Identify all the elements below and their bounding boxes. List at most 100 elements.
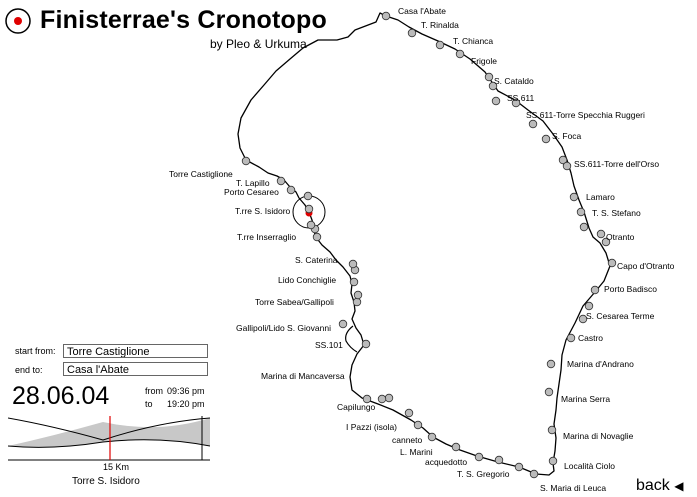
- stop-marker[interactable]: [607, 258, 617, 268]
- stop-marker[interactable]: [511, 98, 521, 108]
- start-label: start from:: [15, 346, 56, 356]
- place-label-s-maria-leuca: S. Maria di Leuca: [540, 483, 606, 493]
- stop-marker[interactable]: [569, 192, 579, 202]
- place-label-torre-orso: SS.611-Torre dell'Orso: [574, 159, 659, 169]
- stop-marker[interactable]: [548, 456, 558, 466]
- place-label-gallipoli-lido: Gallipoli/Lido S. Giovanni: [236, 323, 331, 333]
- stop-marker[interactable]: [455, 49, 465, 59]
- stop-marker[interactable]: [303, 191, 313, 201]
- stop-marker[interactable]: [361, 339, 371, 349]
- place-label-marina-andrano: Marina d'Andrano: [567, 359, 634, 369]
- stop-marker[interactable]: [601, 237, 611, 247]
- place-label-i-pazzi: I Pazzi (isola): [346, 422, 397, 432]
- app-title: Finisterrae's Cronotopo: [40, 6, 327, 34]
- place-label-trre-s-isidoro: T.rre S. Isidoro: [235, 206, 291, 216]
- place-label-torre-castiglione: Torre Castiglione: [169, 169, 233, 179]
- stop-marker[interactable]: [381, 11, 391, 21]
- start-field[interactable]: Torre Castiglione: [63, 344, 208, 358]
- app-byline: by Pleo & Urkuma: [210, 37, 307, 51]
- stop-marker[interactable]: [312, 232, 322, 242]
- stop-marker[interactable]: [435, 40, 445, 50]
- profile-line-bottom: [8, 439, 210, 448]
- stop-marker[interactable]: [494, 455, 504, 465]
- place-label-trre-inserraglio: T.rre Inserraglio: [237, 232, 296, 242]
- trip-panel: start from: Torre Castiglione end to: Ca…: [0, 340, 215, 497]
- place-label-t-chianca: T. Chianca: [453, 36, 493, 46]
- stop-marker[interactable]: [304, 204, 314, 214]
- place-label-porto-badisco: Porto Badisco: [604, 284, 657, 294]
- stop-marker[interactable]: [590, 285, 600, 295]
- stop-marker[interactable]: [579, 222, 589, 232]
- stop-marker[interactable]: [353, 290, 363, 300]
- place-label-s-foca: S. Foca: [552, 131, 582, 141]
- stop-marker[interactable]: [547, 425, 557, 435]
- stop-marker[interactable]: [544, 387, 554, 397]
- profile-area: [8, 418, 210, 448]
- stop-marker[interactable]: [488, 81, 498, 91]
- stop-marker[interactable]: [596, 229, 606, 239]
- place-label-marina-serra: Marina Serra: [561, 394, 610, 404]
- place-label-localita-ciolo: Località Ciolo: [564, 461, 615, 471]
- place-label-ss611: SS.611: [507, 93, 535, 103]
- place-label-marina-novaglie: Marina di Novaglie: [563, 431, 634, 441]
- stop-marker[interactable]: [362, 394, 372, 404]
- back-button[interactable]: back ◀: [636, 477, 683, 495]
- stop-marker[interactable]: [484, 72, 494, 82]
- gallipoli-outline: [345, 325, 358, 353]
- place-label-casa-labate: Casa l'Abate: [398, 6, 446, 16]
- place-label-t-s-gregorio: T. S. Gregorio: [457, 469, 510, 479]
- stop-marker[interactable]: [377, 394, 387, 404]
- stop-marker[interactable]: [566, 333, 576, 343]
- place-label-s-caterina: S. Caterina: [295, 255, 338, 265]
- stop-marker[interactable]: [546, 359, 556, 369]
- stop-marker[interactable]: [407, 28, 417, 38]
- stop-marker[interactable]: [562, 161, 572, 171]
- stop-marker[interactable]: [427, 432, 437, 442]
- place-label-castro: Castro: [578, 333, 603, 343]
- stop-marker[interactable]: [491, 96, 501, 106]
- place-label-t-rinalda: T. Rinalda: [421, 20, 459, 30]
- stop-marker[interactable]: [348, 259, 358, 269]
- stop-marker[interactable]: [306, 220, 316, 230]
- place-label-t-lapillo: T. Lapillo: [236, 178, 270, 188]
- header: Finisterrae's Cronotopo by Pleo & Urkuma: [0, 0, 360, 56]
- to-label: to: [145, 399, 153, 409]
- stop-marker[interactable]: [558, 155, 568, 165]
- stop-marker[interactable]: [541, 134, 551, 144]
- triangle-left-icon: ◀: [674, 479, 684, 493]
- date-display: 28.06.04: [12, 382, 110, 410]
- stop-marker[interactable]: [529, 469, 539, 479]
- place-label-s-cesarea: S. Cesarea Terme: [586, 311, 655, 321]
- place-label-frigole: Frigole: [471, 56, 497, 66]
- place-label-lamaro: Lamaro: [586, 192, 615, 202]
- place-label-canneto: canneto: [392, 435, 423, 445]
- place-label-marina-mancaversa: Marina di Mancaversa: [261, 371, 345, 381]
- route-line: [237, 12, 611, 476]
- stop-marker[interactable]: [576, 207, 586, 217]
- place-label-lido-conchiglie: Lido Conchiglie: [278, 275, 336, 285]
- place-label-torre-specchia: SS.611-Torre Specchia Ruggeri: [526, 110, 645, 120]
- place-label-otranto: Otranto: [606, 232, 635, 242]
- stop-marker[interactable]: [528, 119, 538, 129]
- stop-marker[interactable]: [338, 319, 348, 329]
- stop-marker[interactable]: [384, 393, 394, 403]
- stop-marker[interactable]: [451, 442, 461, 452]
- stop-marker[interactable]: [276, 176, 286, 186]
- stop-marker[interactable]: [349, 277, 359, 287]
- end-field[interactable]: Casa l'Abate: [63, 362, 208, 376]
- stop-marker[interactable]: [404, 408, 414, 418]
- stop-marker[interactable]: [352, 297, 362, 307]
- elevation-profile: [8, 416, 210, 461]
- place-label-t-s-stefano: T. S. Stefano: [592, 208, 641, 218]
- stop-marker[interactable]: [514, 462, 524, 472]
- stop-marker[interactable]: [286, 185, 296, 195]
- stop-marker[interactable]: [413, 420, 423, 430]
- stop-marker[interactable]: [474, 452, 484, 462]
- distance-label: 15 Km: [103, 462, 130, 472]
- current-place-label: Torre S. Isidoro: [72, 476, 140, 487]
- stop-marker[interactable]: [578, 314, 588, 324]
- to-time: 19:20 pm: [167, 399, 205, 409]
- stop-marker[interactable]: [584, 301, 594, 311]
- stop-marker[interactable]: [241, 156, 251, 166]
